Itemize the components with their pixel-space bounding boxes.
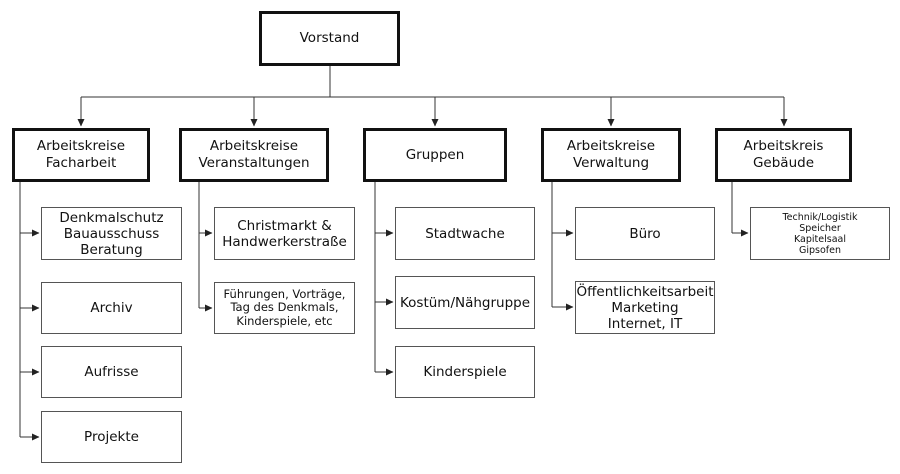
- leaf-node-label: Führungen, Vorträge, Tag des Denkmals, K…: [223, 286, 346, 328]
- leaf-node-kinderspiele: Kinderspiele: [395, 346, 535, 398]
- group-node-gruppen: Gruppen: [363, 128, 507, 182]
- leaf-node-label: Aufrisse: [84, 364, 139, 380]
- root-node-vorstand: Vorstand: [259, 11, 400, 66]
- leaf-node-label: Kinderspiele: [423, 364, 507, 380]
- group-node-facharbeit: Arbeitskreise Facharbeit: [12, 128, 150, 182]
- leaf-node-oeffentlichkeitsarbeit: Öffentlichkeitsarbeit Marketing Internet…: [575, 281, 715, 334]
- leaf-node-fuehrungen: Führungen, Vorträge, Tag des Denkmals, K…: [214, 282, 355, 334]
- leaf-node-label: Christmarkt & Handwerkerstraße: [222, 217, 347, 250]
- group-node-label: Arbeitskreise Facharbeit: [36, 138, 126, 171]
- leaf-node-christmarkt: Christmarkt & Handwerkerstraße: [214, 207, 355, 260]
- group-node-label: Arbeitskreise Verwaltung: [566, 138, 656, 171]
- leaf-node-label: Stadtwache: [425, 225, 505, 242]
- leaf-node-archiv: Archiv: [41, 282, 182, 334]
- group-node-label: Arbeitskreis Gebäude: [743, 138, 824, 171]
- leaf-node-kostuem: Kostüm/Nähgruppe: [395, 276, 535, 329]
- leaf-node-aufrisse: Aufrisse: [41, 346, 182, 398]
- group-node-verwaltung: Arbeitskreise Verwaltung: [541, 128, 681, 182]
- group-node-gebaeude: Arbeitskreis Gebäude: [715, 128, 852, 182]
- leaf-node-technik: Technik/Logistik Speicher Kapitelsaal Gi…: [750, 207, 890, 260]
- leaf-node-label: Projekte: [84, 429, 139, 445]
- leaf-node-label: Öffentlichkeitsarbeit Marketing Internet…: [576, 283, 714, 332]
- leaf-node-label: Technik/Logistik Speicher Kapitelsaal Gi…: [782, 211, 858, 256]
- leaf-node-label: Archiv: [90, 300, 133, 316]
- leaf-node-denkmalschutz: Denkmalschutz Bauausschuss Beratung: [41, 207, 182, 260]
- leaf-node-label: Kostüm/Nähgruppe: [399, 294, 531, 311]
- root-node-label: Vorstand: [299, 30, 360, 46]
- leaf-node-label: Büro: [629, 225, 661, 242]
- group-node-veranstaltungen: Arbeitskreise Veranstaltungen: [179, 128, 329, 182]
- group-node-label: Arbeitskreise Veranstaltungen: [198, 138, 310, 171]
- leaf-node-stadtwache: Stadtwache: [395, 207, 535, 260]
- group-node-label: Gruppen: [405, 146, 465, 163]
- leaf-node-projekte: Projekte: [41, 411, 182, 463]
- leaf-node-buero: Büro: [575, 207, 715, 260]
- leaf-node-label: Denkmalschutz Bauausschuss Beratung: [59, 209, 164, 258]
